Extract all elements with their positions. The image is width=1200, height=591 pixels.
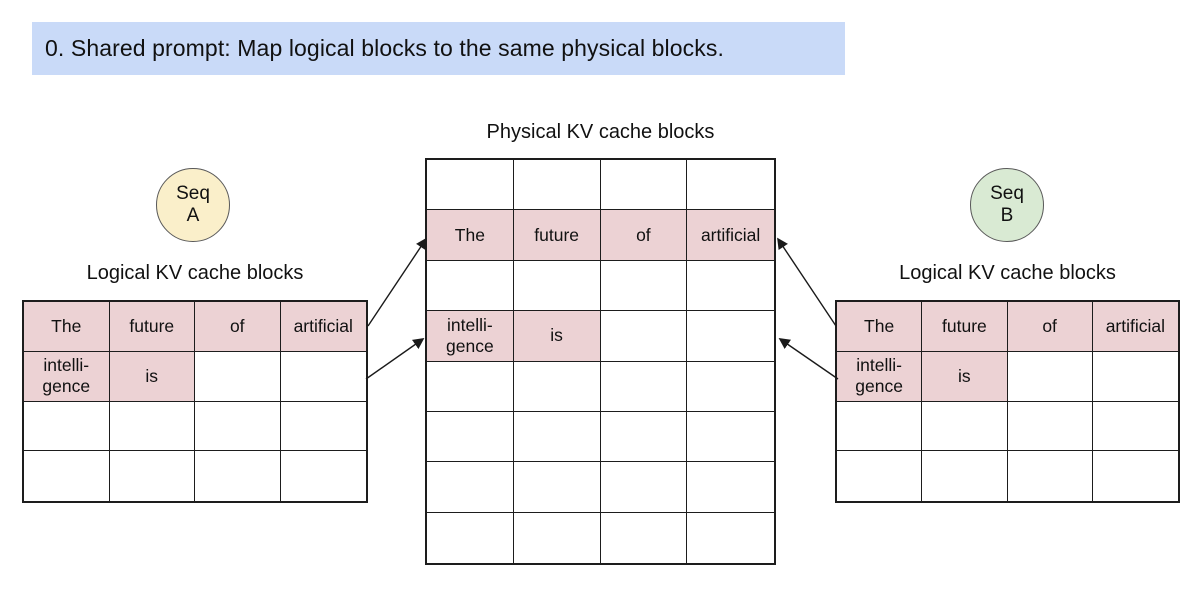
table-cell — [427, 462, 514, 513]
table-cell — [687, 513, 774, 563]
arrow-seqA-block0-to-physical — [367, 237, 427, 327]
table-cell: future — [922, 302, 1008, 352]
seq-b-logical-table-title: Logical KV cache blocks — [899, 262, 1116, 284]
arrow-seqB-block1-to-physical — [778, 338, 839, 380]
table-cell — [600, 311, 688, 362]
seq-a-label-line1: Seq — [176, 183, 210, 204]
table-cell: of — [195, 302, 281, 352]
table-cell: is — [109, 351, 195, 402]
table-cell: intelli- gence — [24, 351, 110, 402]
table-cell — [600, 160, 688, 211]
table-cell — [600, 260, 688, 312]
table-cell — [24, 401, 110, 452]
table-cell — [427, 512, 514, 563]
table-cell — [513, 160, 601, 211]
arrow-seqA-block1-to-physical — [365, 338, 425, 380]
table-cell — [922, 451, 1008, 501]
table-cell — [195, 351, 281, 402]
table-cell: intelli- gence — [427, 311, 514, 362]
table-cell — [1092, 402, 1178, 452]
table-cell — [427, 361, 514, 412]
seq-a-badge: Seq A — [156, 168, 230, 242]
table-cell — [195, 401, 281, 452]
table-cell — [427, 260, 514, 312]
table-cell: artificial — [1092, 302, 1178, 352]
table-cell: artificial — [280, 302, 366, 352]
table-cell: The — [24, 302, 110, 352]
table-cell: future — [109, 302, 195, 352]
table-cell — [195, 451, 281, 501]
seq-b-label-line1: Seq — [990, 183, 1024, 204]
table-cell — [601, 512, 688, 563]
table-cell — [514, 512, 601, 563]
table-cell: intelli- gence — [837, 351, 923, 402]
table-cell — [513, 361, 601, 412]
table-cell: future — [513, 210, 601, 261]
table-cell — [281, 451, 367, 501]
table-cell — [600, 361, 688, 412]
table-cell — [280, 402, 366, 452]
seq-a-label-line2: A — [186, 205, 200, 226]
table-cell — [513, 411, 601, 463]
table-cell — [109, 401, 195, 452]
table-cell — [837, 401, 923, 452]
table-cell: of — [600, 210, 688, 261]
table-cell — [427, 411, 514, 463]
seq-a-logical-table-title: Logical KV cache blocks — [86, 262, 304, 284]
table-cell — [687, 412, 774, 463]
table-cell — [1092, 352, 1178, 402]
title-text: 0. Shared prompt: Map logical blocks to … — [45, 35, 724, 61]
table-cell — [280, 352, 366, 402]
seq-b-badge: Seq B — [970, 168, 1044, 242]
title-banner: 0. Shared prompt: Map logical blocks to … — [32, 22, 845, 75]
table-cell — [687, 362, 774, 412]
table-cell: artificial — [687, 210, 774, 261]
table-cell — [687, 261, 774, 312]
table-cell — [1007, 401, 1093, 452]
table-cell: is — [513, 311, 601, 362]
table-cell — [687, 462, 774, 513]
physical-table-title: Physical KV cache blocks — [486, 121, 715, 143]
table-cell — [110, 451, 195, 501]
table-cell: is — [922, 351, 1008, 402]
table-cell: of — [1007, 302, 1093, 352]
table-cell — [1093, 451, 1178, 501]
seq-b-label-line2: B — [1000, 205, 1014, 226]
table-cell: The — [837, 302, 923, 352]
table-cell — [837, 451, 923, 501]
table-cell — [427, 160, 514, 211]
table-cell — [24, 451, 110, 501]
table-cell — [1008, 451, 1093, 501]
arrow-seqB-block0-to-physical — [777, 237, 837, 327]
table-cell — [687, 160, 774, 211]
table-cell — [922, 401, 1008, 452]
table-cell — [687, 311, 774, 362]
table-cell — [600, 411, 688, 463]
table-cell: The — [427, 210, 514, 261]
table-cell — [600, 462, 688, 513]
table-cell — [513, 462, 601, 513]
table-cell — [1007, 351, 1093, 402]
table-cell — [513, 260, 601, 312]
